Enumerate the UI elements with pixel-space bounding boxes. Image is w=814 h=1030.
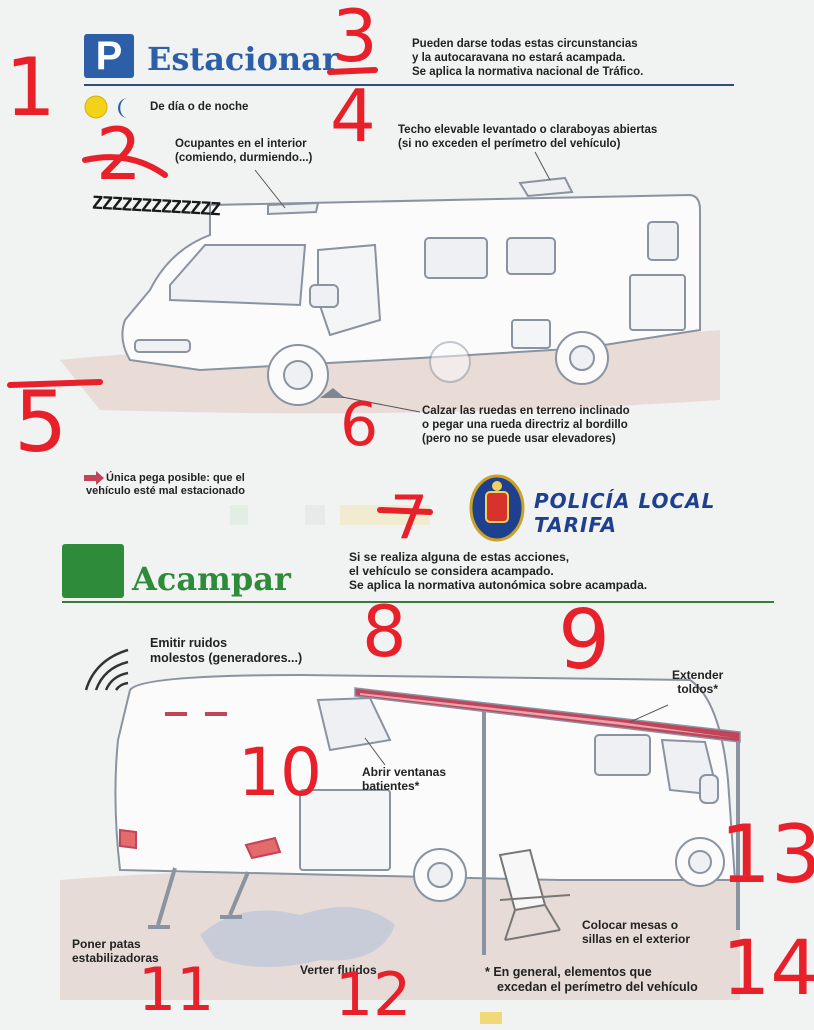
annotation-8: 8 [362, 591, 407, 673]
wheel-chock [320, 388, 345, 398]
acampar-icon-box [62, 544, 124, 598]
sun-icon [84, 95, 108, 119]
techo-label: Techo elevable levantado o claraboyas ab… [398, 124, 658, 150]
handwritten-marks [7, 67, 433, 515]
annotation-10: 10 [238, 734, 322, 811]
acampar-intro: Si se realiza alguna de estas acciones,e… [349, 550, 648, 592]
annotation-2: 2 [96, 112, 142, 196]
motorhome-bottom [114, 673, 737, 902]
police-badge [469, 474, 525, 542]
annotation-14: 14 [722, 923, 814, 1012]
annotation-1: 1 [5, 41, 56, 134]
ocupantes-label: Ocupantes en el interior(comiendo, durmi… [175, 138, 313, 164]
annotation-11: 11 [138, 955, 215, 1025]
dia-noche-label: De día o de noche [150, 101, 249, 113]
acampar-title: Acampar [132, 560, 291, 598]
annotation-5: 5 [14, 373, 68, 471]
parking-icon: P [84, 34, 134, 78]
annotation-12: 12 [335, 960, 412, 1030]
ground-bottom [60, 870, 740, 1000]
moon-icon [118, 98, 128, 118]
annotation-9: 9 [558, 593, 611, 688]
estacionar-divider [84, 84, 734, 86]
fluid-puddle [200, 907, 395, 968]
sound-waves-icon [84, 648, 129, 691]
stabilizer-legs [148, 867, 250, 929]
chair-icon [498, 848, 571, 941]
police-logo-line2: TARIFA [534, 513, 617, 537]
police-logo-line1: POLICÍA LOCAL [534, 489, 716, 513]
annotation-3: 3 [332, 0, 378, 78]
annotation-6: 6 [340, 390, 379, 460]
acampar-divider [62, 601, 774, 603]
annotation-13: 13 [720, 808, 814, 901]
red-arrow-icon [84, 471, 104, 485]
estacionar-title: Estacionar [147, 40, 339, 78]
fluidos-label: Verter fluidos [300, 963, 377, 977]
annotation-7: 7 [390, 483, 429, 553]
motorhome-top [121, 176, 701, 406]
annotation-4: 4 [330, 74, 376, 158]
